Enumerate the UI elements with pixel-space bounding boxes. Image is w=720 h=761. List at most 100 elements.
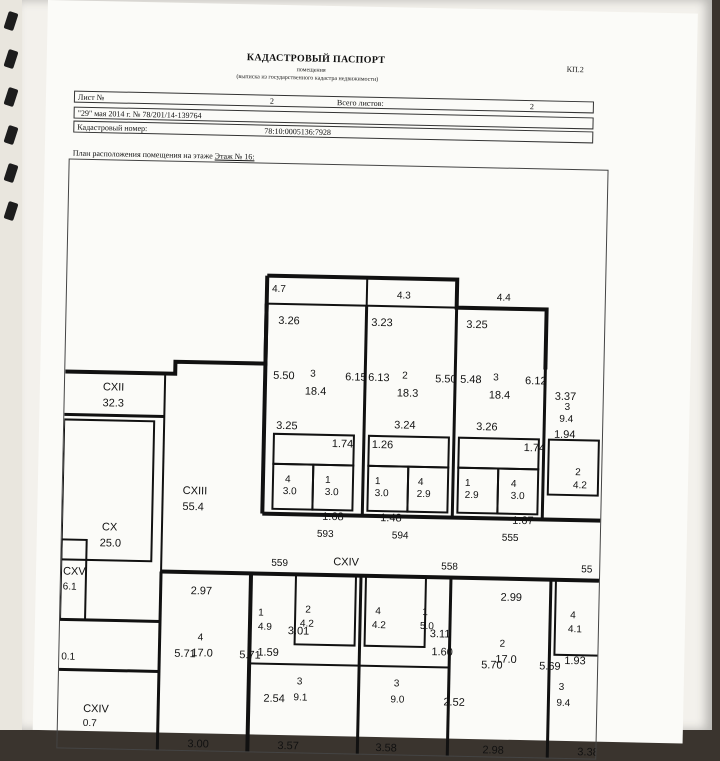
binder-ring (3, 86, 19, 108)
plan-label: 4 (511, 479, 517, 490)
cadastral-number: 78:10:0005136:7928 (264, 126, 332, 137)
plan-label: 5.70 (481, 659, 503, 671)
plan-label: 17.0 (191, 647, 213, 659)
plan-label: 555 (502, 533, 519, 544)
plan-label: 5.48 (460, 374, 482, 386)
plan-label: 9.0 (390, 694, 405, 705)
document-title: КАДАСТРОВЫЙ ПАСПОРТ (246, 52, 386, 67)
floor-number: Этаж № 16: (214, 151, 255, 162)
plan-label: 3 (297, 676, 303, 687)
cadastral-label: Кадастровый номер: (77, 122, 148, 134)
plan-label: 1.74 (524, 442, 546, 454)
plan-label: 559 (271, 558, 288, 569)
plan-label: 1.68 (322, 511, 344, 523)
plan-label: 6.13 (368, 372, 390, 384)
plan-label: 4.2 (372, 620, 387, 631)
plan-label: 4.7 (272, 284, 287, 295)
plan-label: 4.2 (300, 618, 315, 629)
plan-label: 9.4 (556, 698, 571, 709)
plan-label: 3.24 (394, 419, 416, 431)
plan-label: 2 (305, 605, 311, 616)
plan-label: 3.0 (325, 487, 340, 498)
plan-label: 3.26 (278, 315, 300, 327)
plan-label: 1.26 (372, 439, 394, 451)
plan-label: 2 (499, 639, 505, 650)
plan-label: 4.1 (568, 624, 583, 635)
plan-label: 5.0 (420, 621, 435, 632)
plan-label: 3.0 (511, 491, 526, 502)
plan-label: 5.50 (273, 370, 295, 382)
plan-label: 18.4 (305, 385, 327, 397)
plan-label: 4.2 (573, 480, 588, 491)
plan-label: 4 (375, 606, 381, 617)
plan-walls (58, 273, 603, 760)
plan-label: 2.52 (443, 696, 465, 708)
plan-label: 5.71 (174, 648, 196, 660)
plan-label: 3.0 (375, 488, 390, 499)
document-subtitle-2: (выписка из государственного кадастра не… (236, 73, 379, 83)
plan-label: 1.60 (431, 646, 453, 658)
plan-label: 4.9 (258, 622, 273, 633)
plan-label: CXIII (183, 485, 208, 498)
plan-label: 594 (392, 530, 409, 541)
plan-label: 18.4 (489, 389, 511, 401)
plan-label: 2 (402, 371, 408, 382)
plan-label: 2.9 (417, 489, 432, 500)
plan-label: 1 (375, 476, 381, 487)
plan-label: 1.59 (257, 647, 279, 659)
plan-label: 6.15 (345, 371, 367, 383)
plan-label: 3 (559, 682, 565, 693)
binder-ring (3, 10, 19, 32)
plan-label: 4.4 (497, 292, 512, 303)
binder-ring (3, 124, 19, 146)
plan-label: 3 (394, 678, 400, 689)
plan-label: 2.97 (191, 585, 213, 597)
plan-label: 25.0 (100, 537, 122, 549)
document-subtitle: помещения (296, 67, 326, 74)
plan-label: 3.38 (577, 746, 599, 758)
plan-label: 3.57 (277, 740, 299, 752)
plan-label: 1.48 (380, 512, 402, 524)
plan-label: 1.93 (564, 655, 586, 667)
plan-label: 2.54 (263, 693, 285, 705)
plan-label: 3 (310, 369, 316, 380)
plan-label: CX (102, 521, 118, 533)
plan-label: 1 (325, 475, 331, 486)
plan-label: 5.69 (539, 660, 561, 672)
plan-label: CXV (63, 565, 87, 577)
plan-label: 18.3 (397, 387, 419, 399)
sheet-value: 2 (269, 96, 275, 106)
form-code: КП.2 (566, 64, 584, 75)
plan-label: 6.12 (525, 375, 547, 387)
plan-label: 3.25 (466, 319, 488, 331)
plan-label: 2 (575, 467, 581, 478)
plan-label: 55 (581, 564, 593, 575)
binder-ring (3, 200, 19, 222)
date-number: "29" мая 2014 г. № 78/201/14-139764 (77, 108, 202, 121)
total-sheets-label: Всего листов: (336, 98, 384, 109)
plan-label: 5.50 (435, 373, 457, 385)
document-page: КАДАСТРОВЫЙ ПАСПОРТ помещения (выписка и… (32, 0, 698, 760)
plan-label: 3.26 (476, 421, 498, 433)
plan-label: 3.37 (555, 391, 577, 403)
plan-label: 1 (465, 478, 471, 489)
plan-label: 2.98 (482, 744, 504, 756)
plan-label: 3.11 (430, 628, 451, 640)
plan-label: 1.94 (554, 429, 576, 441)
plan-label: 32.3 (102, 397, 124, 409)
plan-label: 2.99 (500, 592, 522, 604)
plan-label: 3.00 (187, 738, 209, 750)
plan-label: 0.7 (83, 718, 98, 729)
binder-ring (3, 162, 19, 184)
plan-label: 3.23 (371, 317, 393, 329)
sheet-label: Лист № (77, 92, 105, 103)
plan-label: 3 (493, 372, 499, 383)
plan-label: 1 (258, 608, 264, 619)
plan-label: 558 (441, 561, 458, 572)
plan-label: 3 (564, 402, 570, 413)
plan-label: 1.74 (332, 438, 354, 450)
plan-label: 4 (198, 632, 204, 643)
plan-label: 3.0 (283, 486, 298, 497)
plan-label: 5.71 (239, 649, 261, 661)
